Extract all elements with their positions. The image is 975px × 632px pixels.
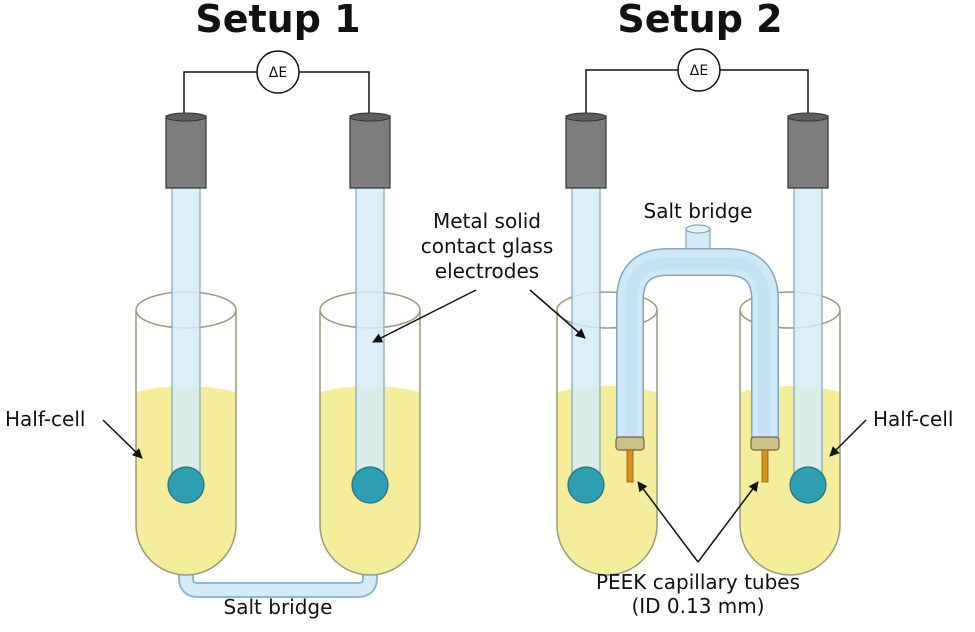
solution	[320, 386, 420, 575]
voltmeter: ΔE	[256, 50, 300, 94]
salt-bridge-label-1: Salt bridge	[224, 595, 333, 619]
electrode-tube	[355, 185, 385, 477]
wire	[585, 69, 809, 118]
electrodes-label-line2: contact glass	[421, 234, 554, 258]
glass-electrode	[165, 112, 207, 504]
beaker-left	[135, 112, 237, 576]
wire	[183, 71, 370, 118]
electrode-tip	[789, 466, 827, 504]
setup-1: Setup 1 ΔE	[5, 0, 421, 619]
glass-electrode	[565, 112, 607, 504]
electrodes-label-line3: electrodes	[435, 259, 539, 283]
solution	[136, 386, 236, 575]
electrodes-arrow-left	[372, 289, 477, 343]
voltmeter-circle	[677, 48, 721, 92]
glass-electrode	[787, 112, 829, 504]
beaker-rim	[739, 291, 841, 329]
half-cell-arrow-left	[102, 419, 143, 459]
salt-bridge-tube	[615, 224, 780, 483]
setup-1-title: Setup 1	[195, 0, 360, 41]
half-cell-arrow-right	[829, 419, 867, 457]
electrodes-callout: Metal solid contact glass electrodes	[372, 209, 586, 343]
electrode-tip	[351, 466, 389, 504]
electrode-cap	[165, 115, 207, 189]
peek-arrow-left	[637, 481, 699, 563]
electrode-cap	[787, 115, 829, 189]
peek-label-line1: PEEK capillary tubes	[596, 570, 800, 594]
beaker-wall	[556, 310, 658, 576]
voltmeter-circle	[256, 50, 300, 94]
beaker-wall	[739, 310, 841, 576]
peek-label-line2: (ID 0.13 mm)	[631, 594, 764, 618]
setup-2: Setup 2 ΔE	[556, 0, 953, 618]
beaker-rim	[556, 291, 658, 329]
salt-bridge-tube	[178, 555, 378, 598]
beaker-wall	[319, 310, 421, 576]
beaker-right	[319, 112, 421, 576]
electrode-cap	[349, 115, 391, 189]
beaker-wall	[135, 310, 237, 576]
electrodes-arrow-right	[529, 289, 586, 339]
half-cell-label-left: Half-cell	[5, 407, 85, 431]
electrode-cap	[565, 115, 607, 189]
electrode-tip	[167, 466, 205, 504]
peek-capillary	[626, 449, 634, 483]
capillary-fitting	[750, 436, 780, 451]
electrode-tube	[171, 185, 201, 477]
half-cell-label-right: Half-cell	[873, 407, 953, 431]
voltmeter: ΔE	[677, 48, 721, 92]
glass-electrode	[349, 112, 391, 504]
voltmeter-label: ΔE	[269, 65, 287, 81]
voltmeter-label: ΔE	[690, 63, 708, 79]
electrode-tube	[793, 185, 823, 477]
peek-arrow-right	[697, 481, 759, 563]
peek-capillary	[761, 449, 769, 483]
electrode-tip	[567, 466, 605, 504]
salt-bridge-label-2: Salt bridge	[644, 199, 753, 223]
capillary-fitting	[615, 436, 645, 451]
setup-2-title: Setup 2	[617, 0, 782, 41]
electrodes-label-line1: Metal solid	[433, 209, 541, 233]
